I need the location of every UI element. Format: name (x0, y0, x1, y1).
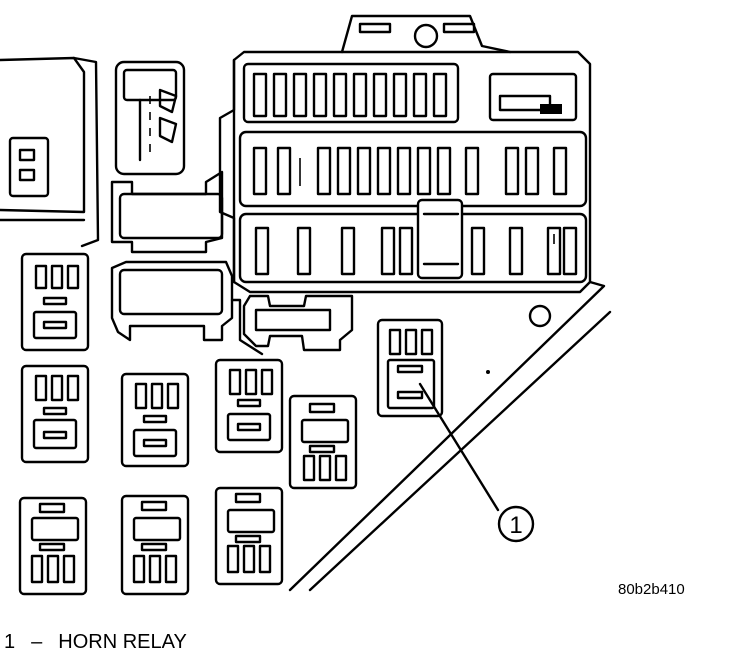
mount-bracket (340, 14, 512, 54)
legend-item-number: 1 (4, 631, 16, 653)
fuse-slots-row-1 (252, 72, 448, 118)
panel-outline (288, 280, 612, 592)
left-module (0, 56, 100, 248)
fuse-relay-center-diagram: 1 (0, 14, 612, 596)
relay-r7 (214, 486, 284, 586)
legend: 1–HORN RELAY (4, 631, 187, 654)
fuse-slots-row-3 (254, 226, 578, 276)
figure-id: 80b2b410 (618, 581, 685, 598)
relay-r6 (214, 358, 284, 454)
fuse-slots-row-2 (252, 146, 568, 196)
maxi-fuse-block (110, 170, 264, 356)
relay-r1 (20, 252, 90, 352)
legend-item-label: HORN RELAY (58, 631, 187, 653)
relay-r5 (120, 494, 190, 596)
bottom-connector (242, 294, 354, 352)
relay-r8 (288, 394, 358, 490)
relay-r3 (18, 496, 88, 596)
callout-number: 1 (509, 512, 522, 539)
relay-r2 (20, 364, 90, 464)
horn-relay (376, 318, 444, 418)
callout-leader-line (418, 382, 500, 512)
top-connector (114, 60, 186, 176)
legend-item-separator: – (31, 631, 43, 653)
callout-1: 1 (497, 505, 535, 543)
relay-r4 (120, 372, 190, 468)
